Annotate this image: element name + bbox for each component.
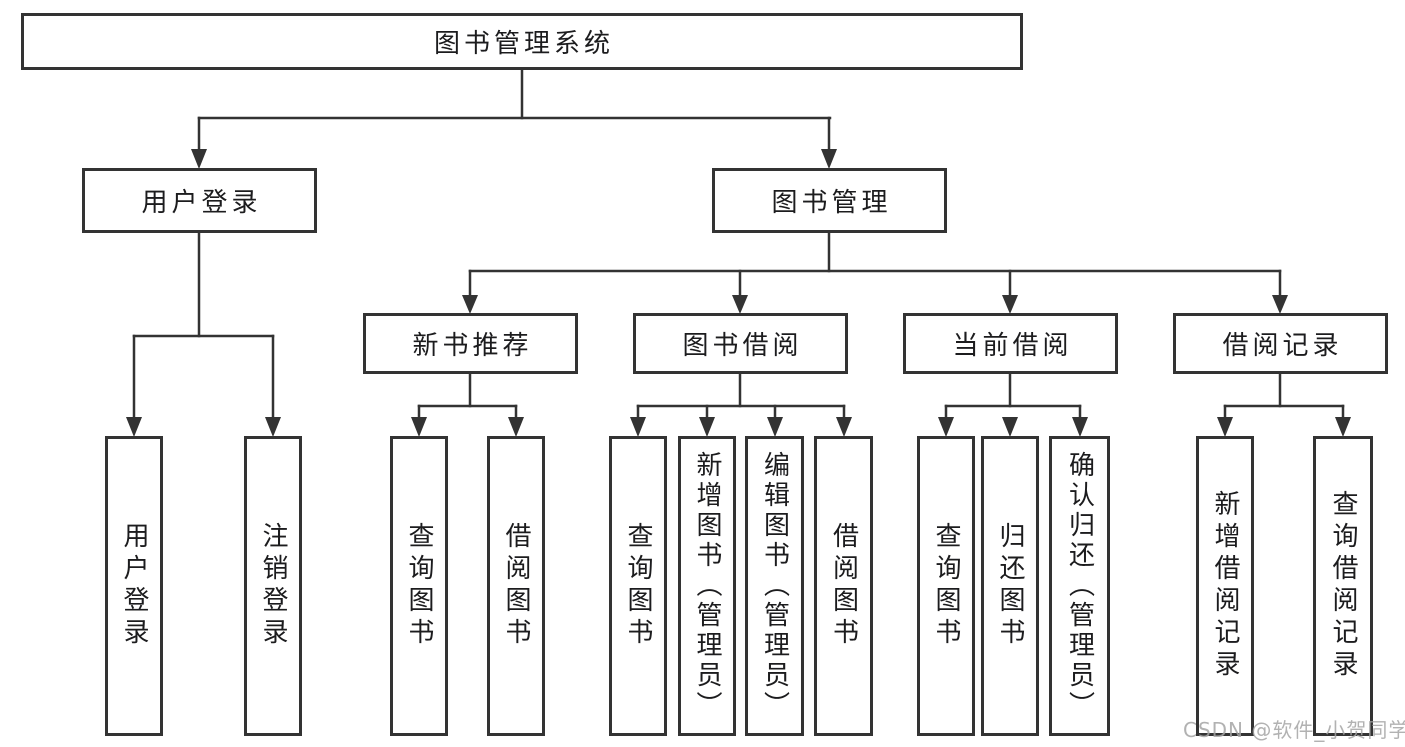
leaf-add-borrow-record-label: 新增借阅记录 [1210,490,1240,682]
leaf-query-borrow-record-label: 查询借阅记录 [1328,490,1358,682]
leaf-edit-book-admin: 编辑图书（管理员） [745,436,804,736]
leaf-user-login: 用户登录 [105,436,163,736]
leaf-return-books-label: 归还图书 [995,522,1025,650]
leaf-add-borrow-record: 新增借阅记录 [1196,436,1254,736]
leaf-logout-label: 注销登录 [258,522,288,650]
node-root: 图书管理系统 [21,13,1023,70]
node-book-borrowing-label: 图书借阅 [682,331,803,361]
leaf-query-books-3-label: 查询图书 [931,522,961,650]
leaf-add-book-admin-label: 新增图书（管理员） [692,451,722,721]
leaf-query-books-2-label: 查询图书 [623,522,653,650]
node-book-management-label: 图书管理 [771,188,892,218]
node-book-management: 图书管理 [712,168,947,233]
node-book-borrowing: 图书借阅 [633,313,848,374]
arrowheads [126,149,1351,437]
leaf-add-book-admin: 新增图书（管理员） [678,436,736,736]
node-current-borrowing-label: 当前借阅 [952,331,1073,361]
leaf-confirm-return-admin: 确认归还（管理员） [1049,436,1110,736]
node-user-login: 用户登录 [82,168,317,233]
leaf-query-books-1: 查询图书 [390,436,448,736]
leaf-query-books-2: 查询图书 [609,436,667,736]
leaf-borrow-books-1: 借阅图书 [487,436,545,736]
node-current-borrowing: 当前借阅 [903,313,1118,374]
leaf-user-login-label: 用户登录 [119,522,149,650]
leaf-logout: 注销登录 [244,436,302,736]
leaf-confirm-return-admin-label: 确认归还（管理员） [1064,451,1095,721]
node-new-book-recommend-label: 新书推荐 [412,331,533,361]
node-borrow-records-label: 借阅记录 [1222,331,1343,361]
leaf-query-books-1-label: 查询图书 [404,522,434,650]
node-user-login-label: 用户登录 [141,188,262,218]
connector-lines [132,67,1345,421]
leaf-borrow-books-2-label: 借阅图书 [828,522,859,650]
leaf-borrow-books-1-label: 借阅图书 [501,522,531,650]
leaf-query-borrow-record: 查询借阅记录 [1313,436,1373,736]
node-root-label: 图书管理系统 [433,29,614,59]
leaf-edit-book-admin-label: 编辑图书（管理员） [759,451,790,721]
node-new-book-recommend: 新书推荐 [363,313,578,374]
leaf-query-books-3: 查询图书 [917,436,975,736]
leaf-return-books: 归还图书 [981,436,1039,736]
leaf-borrow-books-2: 借阅图书 [814,436,873,736]
watermark: CSDN @软件_小贺同学 [1183,718,1405,742]
node-borrow-records: 借阅记录 [1173,313,1388,374]
